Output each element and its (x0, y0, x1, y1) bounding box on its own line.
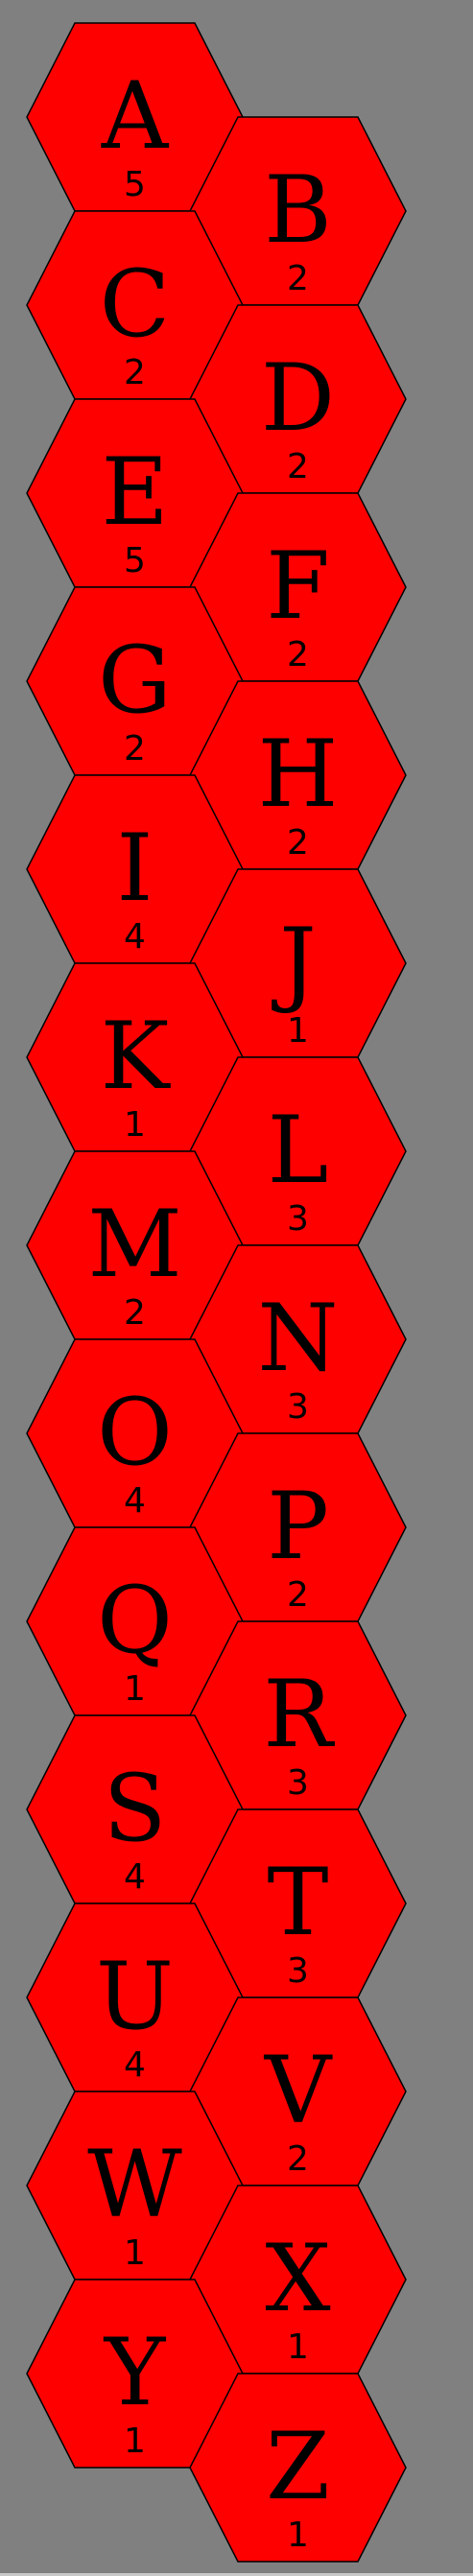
tile-letter: Y (103, 2319, 167, 2426)
letter-tile-p[interactable]: P2 (189, 1432, 407, 1622)
tile-count: 3 (287, 1951, 309, 1991)
tile-count: 1 (124, 2233, 146, 2273)
letter-tile-n[interactable]: N3 (189, 1244, 407, 1434)
tile-count: 2 (287, 635, 309, 674)
tile-letter: E (101, 438, 168, 546)
tile-count: 3 (287, 1387, 309, 1427)
letter-tile-r[interactable]: R3 (189, 1620, 407, 1810)
letter-tile-k[interactable]: K1 (26, 962, 244, 1152)
tile-letter: L (268, 1097, 329, 1204)
tile-letter: G (98, 626, 172, 734)
letter-tile-t[interactable]: T3 (189, 1808, 407, 1998)
tile-letter: B (264, 156, 332, 264)
tile-letter: S (104, 1755, 167, 1862)
tile-letter: W (87, 2131, 182, 2238)
letter-tile-y[interactable]: Y1 (26, 2279, 244, 2469)
tile-letter: V (264, 2037, 333, 2144)
letter-tile-v[interactable]: V2 (189, 1997, 407, 2186)
tile-count: 1 (287, 2328, 309, 2367)
tile-letter: I (117, 815, 154, 922)
tile-letter: A (101, 62, 170, 170)
tile-letter: Z (266, 2413, 330, 2520)
tile-count: 4 (124, 917, 146, 957)
letter-tile-l[interactable]: L3 (189, 1056, 407, 1246)
tile-count: 5 (124, 165, 146, 204)
tile-count: 1 (287, 1011, 309, 1051)
tile-count: 2 (287, 823, 309, 863)
tile-count: 1 (124, 2422, 146, 2461)
tile-count: 5 (124, 541, 146, 580)
tile-letter: Q (97, 1567, 173, 1674)
tile-letter: M (87, 1191, 181, 1298)
tile-count: 4 (124, 1481, 146, 1521)
tile-count: 2 (287, 1575, 309, 1615)
letter-tile-o[interactable]: O4 (26, 1338, 244, 1528)
tile-letter: R (263, 1661, 335, 1768)
letter-tile-z[interactable]: Z1 (189, 2373, 407, 2563)
letter-tile-m[interactable]: M2 (26, 1150, 244, 1340)
tile-count: 3 (287, 1199, 309, 1239)
bottom-edge-strip (0, 2573, 473, 2576)
tile-count: 1 (124, 1105, 146, 1145)
letter-tile-w[interactable]: W1 (26, 2091, 244, 2281)
tile-letter: H (258, 721, 339, 828)
tile-count: 2 (124, 1293, 146, 1333)
letter-tile-i[interactable]: I4 (26, 774, 244, 964)
tile-count: 2 (124, 353, 146, 392)
tile-letter: U (96, 1943, 174, 2050)
tile-letter: N (258, 1285, 339, 1392)
letter-tile-b[interactable]: B2 (189, 116, 407, 306)
tile-count: 2 (287, 447, 309, 486)
tile-letter: O (97, 1379, 173, 1486)
tile-count: 2 (287, 2139, 309, 2179)
tile-letter: P (267, 1473, 329, 1580)
tile-letter: F (266, 532, 330, 640)
letter-tile-s[interactable]: S4 (26, 1714, 244, 1904)
tile-letter: X (265, 2225, 330, 2332)
letter-tile-g[interactable]: G2 (26, 586, 244, 776)
tile-count: 4 (124, 2045, 146, 2085)
hex-tile-shape (189, 2373, 407, 2563)
tile-count: 4 (124, 1857, 146, 1897)
letter-tile-u[interactable]: U4 (26, 1902, 244, 2092)
tile-count: 2 (287, 259, 309, 298)
tile-count: 3 (287, 1763, 309, 1803)
letter-tile-c[interactable]: C2 (26, 210, 244, 400)
letter-tile-h[interactable]: H2 (189, 680, 407, 870)
tile-letter: C (100, 250, 170, 358)
tile-letter: D (261, 344, 335, 452)
letter-tile-a[interactable]: A5 (26, 22, 244, 212)
tile-count: 2 (124, 729, 146, 768)
tile-letter: T (267, 1849, 328, 1956)
tile-count: 1 (287, 2516, 309, 2555)
tile-letter: K (101, 1003, 172, 1110)
letter-tile-e[interactable]: E5 (26, 398, 244, 588)
tile-count: 1 (124, 1669, 146, 1709)
